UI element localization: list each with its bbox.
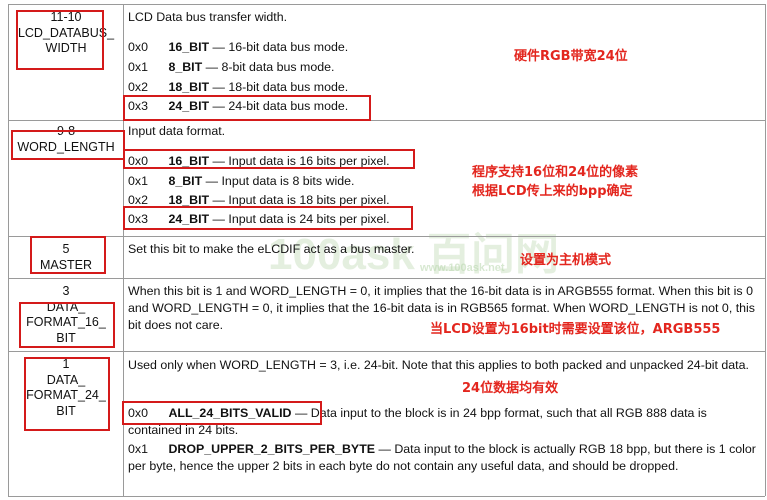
field-name-line: WIDTH [45,41,87,55]
option-line: 0x1 8_BIT — Input data is 8 bits wide. [128,174,354,188]
field-name-line: BIT [56,403,76,418]
field-name-line: WORD_LENGTH [17,139,115,154]
option-desc: — 18-bit data bus mode. [212,80,349,94]
option-desc: — Input data is 16 bits per pixel. [212,154,390,168]
highlight-box-format24-field [24,357,110,431]
option-desc: — Data input to the block is actually RG… [128,442,756,473]
option-name: 18_BIT [168,193,210,207]
option-line: 0x1 8_BIT — 8-bit data bus mode. [128,60,334,74]
option-name: 24_BIT [168,99,210,113]
field-name-line: FORMAT_16_ [26,315,106,329]
option-code: 0x1 [128,174,148,188]
field-name-cell: 1 DATA_ FORMAT_24_ BIT [12,357,120,419]
annotation-master: 设置为主机模式 [520,253,612,268]
annotation-format24: 24位数据均有效 [462,381,559,396]
option-code: 0x0 [128,406,148,420]
annotation-word-length-2: 根据LCD传上来的bpp确定 [472,184,633,199]
option-line: 0x3 24_BIT — 24-bit data bus mode. [128,99,348,113]
option-line: 0x2 18_BIT — 18-bit data bus mode. [128,80,348,94]
option-desc: — Input data is 8 bits wide. [205,174,355,188]
option-code: 0x0 [128,154,148,168]
option-line: 0x0 ALL_24_BITS_VALID — Data input to th… [128,405,758,439]
highlight-box-databus-24bit [123,95,371,121]
field-name-cell: 3 DATA_ FORMAT_16_ BIT [12,284,120,346]
highlight-box-all24-valid [122,401,322,425]
option-line: 0x3 24_BIT — Input data is 24 bits per p… [128,212,390,226]
field-name-line: BIT [56,330,76,345]
highlight-box-wordlength-16bit [123,149,415,169]
option-name: 8_BIT [168,174,203,188]
bit-range: 1 [62,357,70,371]
option-code: 0x3 [128,212,148,226]
highlight-box-master-field [30,236,106,274]
option-name: 16_BIT [168,154,210,168]
option-name: ALL_24_BITS_VALID [168,406,292,420]
bit-range: 11-10 [50,10,82,24]
field-description: Set this bit to make the eLCDIF act as a… [128,242,415,256]
option-line: 0x2 18_BIT — Input data is 18 bits per p… [128,193,390,207]
field-name-cell: 5 MASTER [12,242,120,273]
field-description: Input data format. [128,124,226,138]
field-name-line: MASTER [39,257,93,272]
option-desc: — 16-bit data bus mode. [212,40,349,54]
option-code: 0x3 [128,99,148,113]
field-description: LCD Data bus transfer width. [128,10,288,24]
watermark-logo: 100ask 百问网 [268,230,560,279]
field-description: When this bit is 1 and WORD_LENGTH = 0, … [128,284,755,332]
highlight-box-databus-field [16,10,104,70]
highlight-box-wordlength-field [11,130,125,160]
option-code: 0x2 [128,193,148,207]
annotation-bus-width: 硬件RGB带宽24位 [514,49,628,64]
option-name: 16_BIT [168,40,210,54]
option-line: 0x1 DROP_UPPER_2_BITS_PER_BYTE — Data in… [128,441,758,475]
watermark-url: www.100ask.net [420,262,505,274]
option-desc: — Input data is 18 bits per pixel. [212,193,390,207]
option-code: 0x1 [128,60,148,74]
annotation-word-length-1: 程序支持16位和24位的像素 [472,165,639,180]
option-code: 0x0 [128,40,148,54]
field-name-line: LCD_DATABUS_ [17,25,115,40]
option-name: 8_BIT [168,60,203,74]
option-code: 0x1 [128,442,148,456]
option-name: 24_BIT [168,212,210,226]
highlight-box-format16-field [19,302,115,348]
annotation-format16: 当LCD设置为16bit时需要设置该位，ARGB555 [430,322,721,337]
field-name-cell: 11-10 LCD_DATABUS_ WIDTH [12,10,120,57]
field-name-line: FORMAT_24_ [26,388,106,402]
option-code: 0x2 [128,80,148,94]
option-line: 0x0 16_BIT — Input data is 16 bits per p… [128,154,390,168]
option-name: 18_BIT [168,80,210,94]
option-desc: — 24-bit data bus mode. [212,99,349,113]
bit-range: 3 [62,284,70,298]
field-description: Used only when WORD_LENGTH = 3, i.e. 24-… [128,358,749,372]
bit-range: 5 [62,242,70,256]
option-name: DROP_UPPER_2_BITS_PER_BYTE [168,442,376,456]
option-desc: — Input data is 24 bits per pixel. [212,212,390,226]
field-name-line: DATA_ [46,372,86,387]
option-desc: — Data input to the block is in 24 bpp f… [128,406,707,437]
option-line: 0x0 16_BIT — 16-bit data bus mode. [128,40,348,54]
option-desc: — 8-bit data bus mode. [205,60,335,74]
highlight-box-wordlength-24bit [123,206,413,230]
